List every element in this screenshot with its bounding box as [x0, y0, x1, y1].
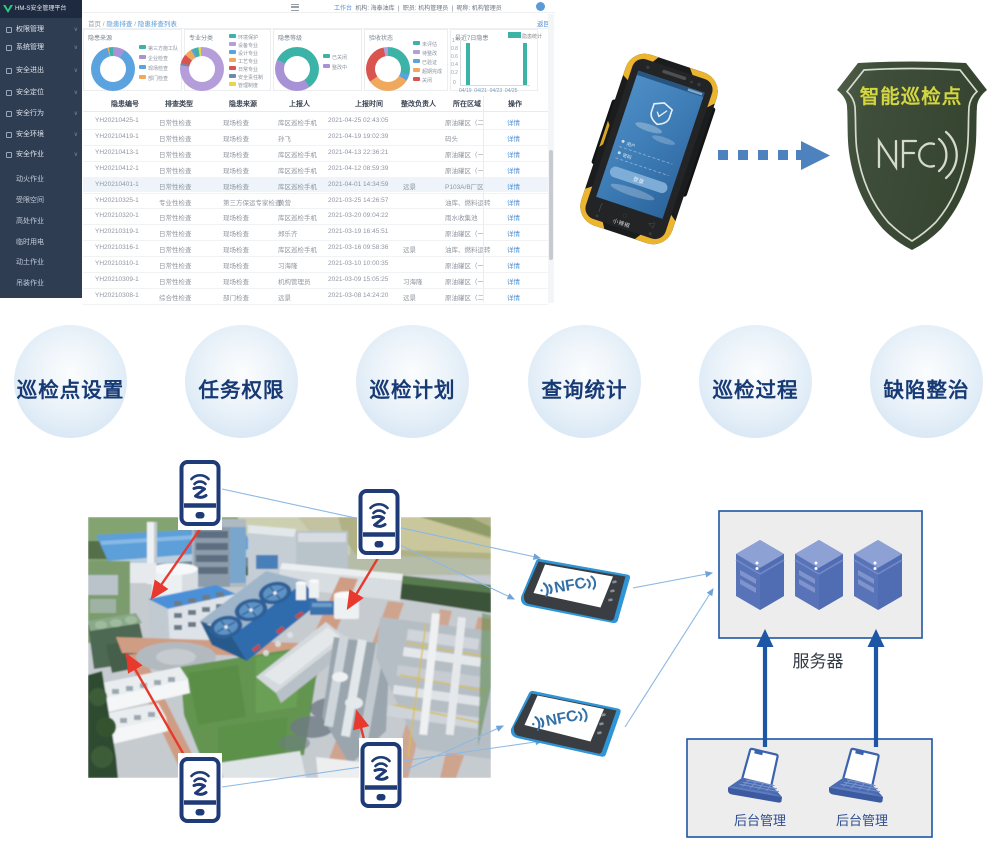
- svg-text:后台管理: 后台管理: [734, 813, 786, 828]
- svg-text:NFC: NFC: [553, 575, 587, 597]
- svg-text:用户: 用户: [625, 140, 636, 150]
- svg-text:◁: ◁: [647, 219, 656, 230]
- svg-text:密码: 密码: [622, 152, 633, 162]
- svg-text:◌: ◌: [621, 210, 629, 220]
- svg-text:服务器: 服务器: [793, 652, 844, 671]
- svg-text:⌠: ⌠: [596, 202, 604, 213]
- svg-text:智能巡检点: 智能巡检点: [860, 85, 963, 108]
- svg-text:NFC: NFC: [544, 707, 579, 730]
- svg-text:登录: 登录: [632, 175, 645, 186]
- svg-text:后台管理: 后台管理: [836, 813, 888, 828]
